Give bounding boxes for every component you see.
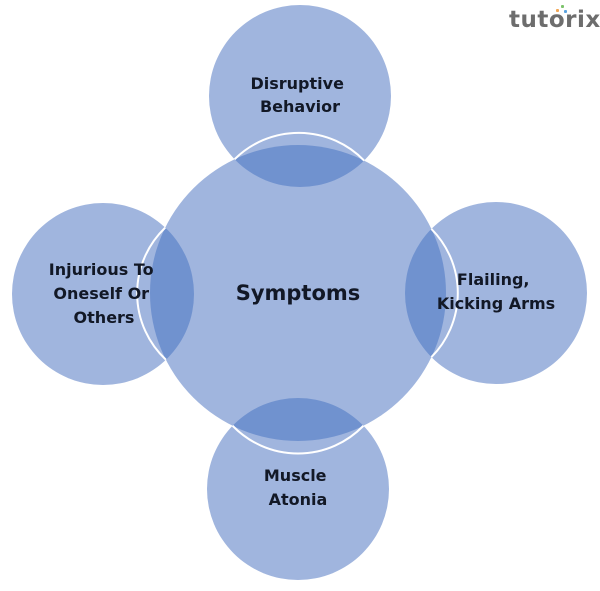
logo-dots-icon	[556, 5, 568, 15]
logo-dot	[561, 5, 564, 8]
center-label: Symptoms	[236, 281, 361, 305]
label-right: Flailing, Kicking Arms	[437, 270, 555, 313]
circle-center	[150, 145, 446, 441]
divider-left	[136, 226, 167, 361]
divider-right	[430, 228, 459, 358]
label-left: Injurious To Oneself Or Others	[49, 260, 159, 327]
circle-bottom	[207, 398, 389, 580]
overlap-dividers	[136, 131, 459, 455]
divider-top	[233, 131, 365, 162]
label-bottom: Muscle Atonia	[264, 466, 332, 509]
logo-dot	[556, 9, 559, 12]
label-top: Disruptive Behavior	[250, 74, 349, 116]
circle-right	[405, 202, 587, 384]
divider-bottom	[231, 425, 365, 455]
logo-dot	[564, 10, 567, 13]
circle-top	[209, 5, 391, 187]
tutorix-logo: tutorix	[509, 7, 600, 33]
